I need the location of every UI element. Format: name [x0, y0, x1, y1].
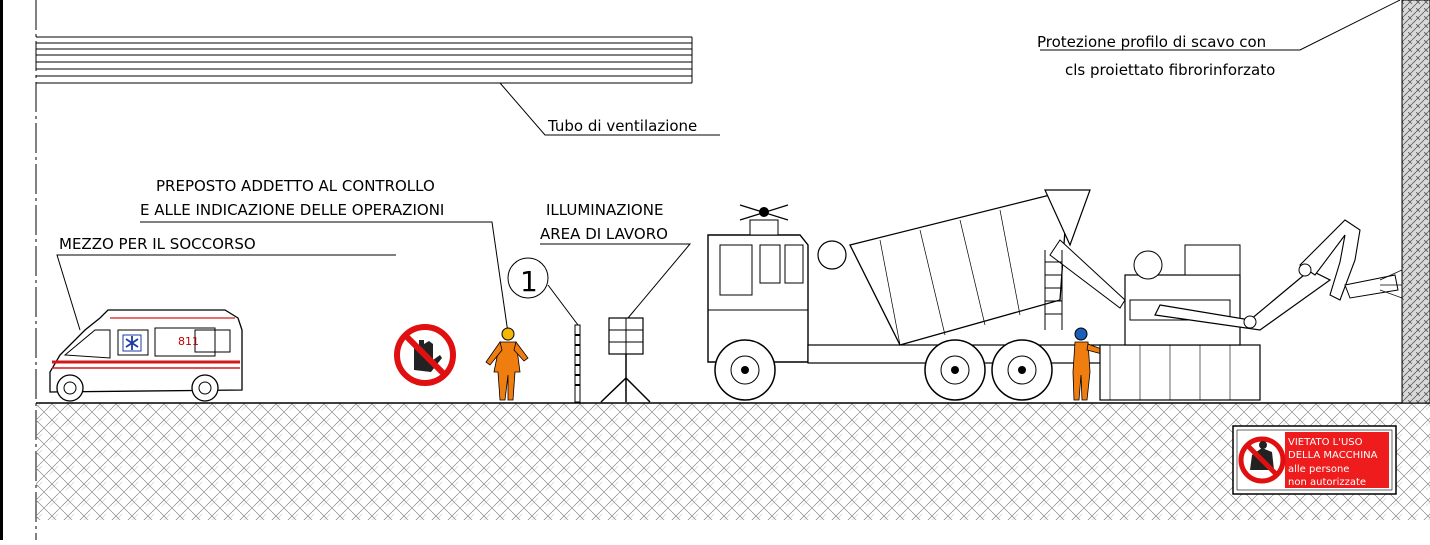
- shotcrete-leader: [1040, 0, 1401, 51]
- bollard: [574, 324, 581, 403]
- warning-sign-line1: VIETATO L'USO: [1288, 437, 1363, 448]
- supervisor-label-line1: PREPOSTO ADDETTO AL CONTROLLO: [156, 177, 435, 195]
- ventilation-leader: [499, 82, 720, 136]
- lighting-label-line1: ILLUMINAZIONE: [546, 201, 663, 219]
- lighting-leader: [540, 243, 692, 319]
- rescue-leader: [56, 254, 396, 331]
- shotcrete-wall: [1401, 0, 1430, 404]
- operator-worker: [1072, 327, 1105, 401]
- marker-circle: [507, 257, 579, 326]
- supervisor-worker: [485, 327, 529, 401]
- marker-number: 1: [520, 265, 538, 298]
- warning-sign-line2: DELLA MACCHINA: [1288, 450, 1378, 461]
- shotcrete-machine: [1099, 219, 1403, 401]
- ambulance-number: 811: [178, 335, 199, 348]
- truck-wheel: [714, 339, 776, 401]
- shotcrete-label-line1: Protezione profilo di scavo con: [1037, 33, 1266, 51]
- left-section-line: [0, 0, 37, 540]
- warning-sign-line3: alle persone: [1288, 464, 1349, 475]
- ventilation-label: Tubo di ventilazione: [547, 117, 697, 135]
- light-tower: [600, 317, 651, 403]
- no-entry-hand-icon: [394, 324, 456, 386]
- concrete-mixer-truck: [707, 189, 1126, 401]
- supervisor-label-line2: E ALLE INDICAZIONE DELLE OPERAZIONI: [140, 201, 444, 219]
- warning-sign: VIETATO L'USO DELLA MACCHINA alle person…: [1232, 425, 1397, 495]
- ground: [36, 402, 1430, 520]
- ambulance: 811: [49, 309, 243, 402]
- supervisor-leader: [140, 221, 509, 334]
- warning-sign-line4: non autorizzate: [1288, 477, 1366, 488]
- lighting-label-line2: AREA DI LAVORO: [540, 225, 668, 243]
- truck-wheel: [991, 339, 1053, 401]
- shotcrete-label-line2: cls proiettato fibrorinforzato: [1065, 61, 1275, 79]
- rescue-label: MEZZO PER IL SOCCORSO: [59, 235, 256, 253]
- truck-wheel: [924, 339, 986, 401]
- beacon-icon: [739, 204, 789, 236]
- no-machine-use-icon: [1238, 436, 1286, 484]
- ladder: [1044, 250, 1063, 330]
- star-of-life-icon: [122, 334, 142, 352]
- ventilation-tube: [36, 36, 693, 84]
